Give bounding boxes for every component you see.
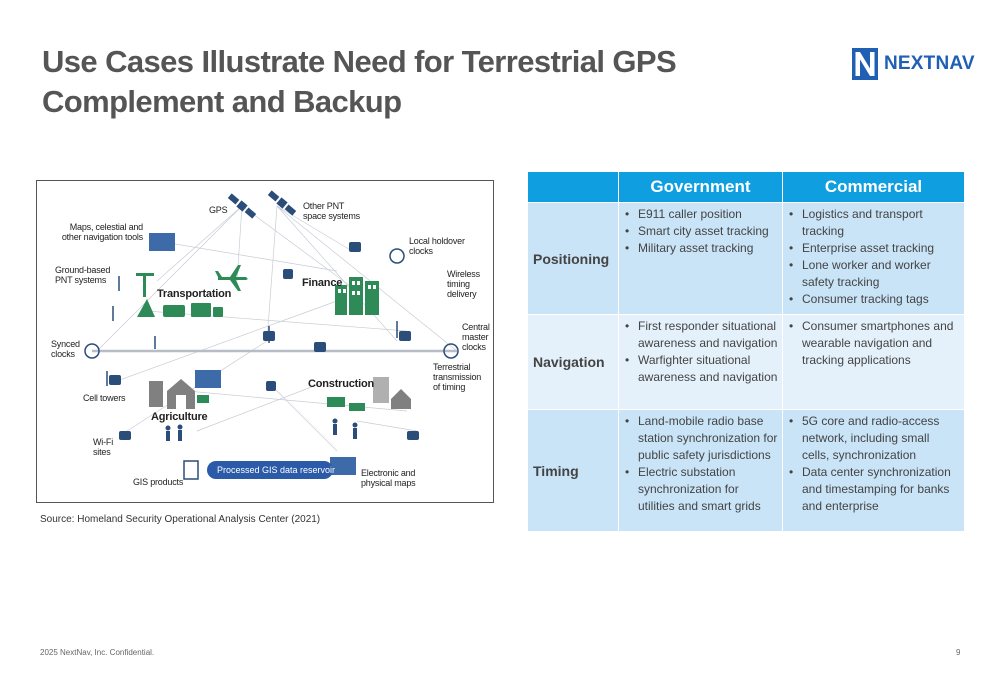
- diagram-graphics: [84, 190, 459, 480]
- label-wifi: Wi-Fi sites: [93, 437, 113, 457]
- label-construction: Construction: [308, 378, 375, 390]
- label-gis-products: GIS products: [133, 477, 184, 487]
- label-finance: Finance: [302, 277, 343, 289]
- label-gps: GPS: [209, 205, 228, 215]
- list-item: Military asset tracking: [623, 240, 778, 257]
- list-item: Land-mobile radio base station synchroni…: [623, 413, 778, 464]
- nextnav-logo-icon: [852, 48, 878, 80]
- row-label-navigation: Navigation: [527, 314, 619, 410]
- label-local-holdover: Local holdover clocks: [409, 236, 465, 256]
- list-item: Data center synchronization and timestam…: [787, 464, 960, 515]
- list-item: Smart city asset tracking: [623, 223, 778, 240]
- table-row: Navigation First responder situational a…: [527, 314, 965, 410]
- label-transportation: Transportation: [157, 288, 232, 300]
- cell-navigation-government: First responder situational awareness an…: [618, 314, 783, 410]
- list-item: First responder situational awareness an…: [623, 318, 778, 352]
- logo-wordmark: NEXTNAV: [884, 53, 975, 74]
- list-item: Warfighter situational awareness and nav…: [623, 352, 778, 386]
- row-label-positioning: Positioning: [527, 202, 619, 315]
- row-label-timing: Timing: [527, 409, 619, 532]
- list-item: Consumer tracking tags: [787, 291, 960, 308]
- table-row: Timing Land-mobile radio base station sy…: [527, 409, 965, 532]
- label-agriculture: Agriculture: [151, 411, 208, 423]
- list-item: Logistics and transport tracking: [787, 206, 960, 240]
- label-maps: Maps, celestial and other navigation too…: [61, 222, 143, 242]
- label-wireless: Wireless timing delivery: [447, 269, 480, 299]
- list-item: Electric substation synchronization for …: [623, 464, 778, 515]
- list-item: Consumer smartphones and wearable naviga…: [787, 318, 960, 369]
- nextnav-logo: NEXTNAV: [852, 48, 975, 80]
- cell-positioning-government: E911 caller position Smart city asset tr…: [618, 202, 783, 315]
- label-synced: Synced clocks: [51, 339, 80, 359]
- source-citation: Source: Homeland Security Operational An…: [40, 514, 321, 525]
- slide-title: Use Cases Illustrate Need for Terrestria…: [42, 44, 677, 119]
- label-ground-pnt: Ground-based PNT systems: [55, 265, 111, 285]
- table-header-row: Government Commercial: [527, 171, 965, 203]
- label-electronic-maps: Electronic and physical maps: [361, 468, 416, 488]
- table-row: Positioning E911 caller position Smart c…: [527, 202, 965, 315]
- label-other-pnt: Other PNT space systems: [303, 201, 360, 221]
- cell-navigation-commercial: Consumer smartphones and wearable naviga…: [782, 314, 965, 410]
- header-blank: [527, 171, 619, 203]
- label-cell-towers: Cell towers: [83, 393, 126, 403]
- header-government: Government: [618, 171, 783, 203]
- list-item: 5G core and radio-access network, includ…: [787, 413, 960, 464]
- list-item: E911 caller position: [623, 206, 778, 223]
- cell-timing-commercial: 5G core and radio-access network, includ…: [782, 409, 965, 532]
- cell-timing-government: Land-mobile radio base station synchroni…: [618, 409, 783, 532]
- use-case-table: Government Commercial Positioning E911 c…: [527, 171, 965, 532]
- list-item: Lone worker and worker safety tracking: [787, 257, 960, 291]
- page-number: 9: [956, 648, 961, 657]
- pnt-use-case-diagram: GPS Other PNT space systems Maps, celest…: [36, 180, 494, 503]
- label-reservoir: Processed GIS data reservoir: [217, 465, 336, 475]
- cell-positioning-commercial: Logistics and transport tracking Enterpr…: [782, 202, 965, 315]
- footer-confidential: 2025 NextNav, Inc. Confidential.: [40, 648, 155, 657]
- label-central-master: Central master clocks: [462, 322, 490, 352]
- label-terrestrial: Terrestrial transmission of timing: [433, 362, 482, 392]
- header-commercial: Commercial: [782, 171, 965, 203]
- list-item: Enterprise asset tracking: [787, 240, 960, 257]
